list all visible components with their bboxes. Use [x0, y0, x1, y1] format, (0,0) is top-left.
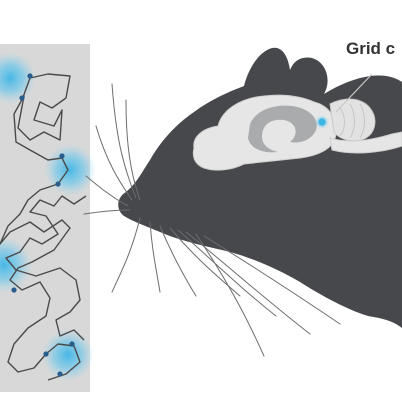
- spike-dot: [27, 73, 33, 79]
- cerebellum: [329, 98, 376, 142]
- whisker: [111, 83, 137, 199]
- whisker: [149, 221, 161, 293]
- whisker: [195, 233, 265, 357]
- whisker: [83, 209, 131, 215]
- whisker: [85, 175, 129, 207]
- fold-line: [349, 103, 355, 139]
- fold-line: [359, 103, 365, 139]
- brain: [192, 94, 402, 171]
- firing-field: [42, 329, 94, 381]
- cerebellum-folds: [339, 103, 365, 139]
- whisker: [159, 225, 197, 297]
- rat-silhouette: [118, 47, 402, 328]
- spike-markers: [11, 73, 75, 377]
- firing-field: [0, 237, 32, 293]
- entorhinal-dot: [318, 118, 326, 126]
- callout-line: [335, 73, 373, 113]
- whisker: [125, 99, 141, 201]
- whisker: [111, 217, 141, 293]
- whisker: [95, 125, 133, 201]
- grid-cell-label: Grid c: [346, 39, 395, 58]
- trajectory-path: [5, 195, 87, 341]
- firing-field: [44, 144, 96, 196]
- spike-dot: [59, 153, 65, 159]
- hippocampus-region: [248, 105, 317, 153]
- whisker: [185, 231, 311, 335]
- spike-dot: [43, 351, 49, 357]
- trajectory-path: [0, 73, 81, 381]
- spike-dot: [69, 341, 75, 347]
- firing-fields: [0, 52, 96, 381]
- fold-line: [339, 107, 345, 137]
- spike-dot: [19, 95, 25, 101]
- brainstem: [329, 131, 402, 154]
- spike-dot: [57, 371, 63, 377]
- firing-field: [0, 52, 36, 104]
- whisker: [169, 227, 241, 297]
- whisker: [177, 229, 277, 317]
- whisker: [203, 235, 341, 325]
- spike-dot: [11, 287, 17, 293]
- spike-dot: [55, 181, 61, 187]
- whiskers: [83, 83, 341, 357]
